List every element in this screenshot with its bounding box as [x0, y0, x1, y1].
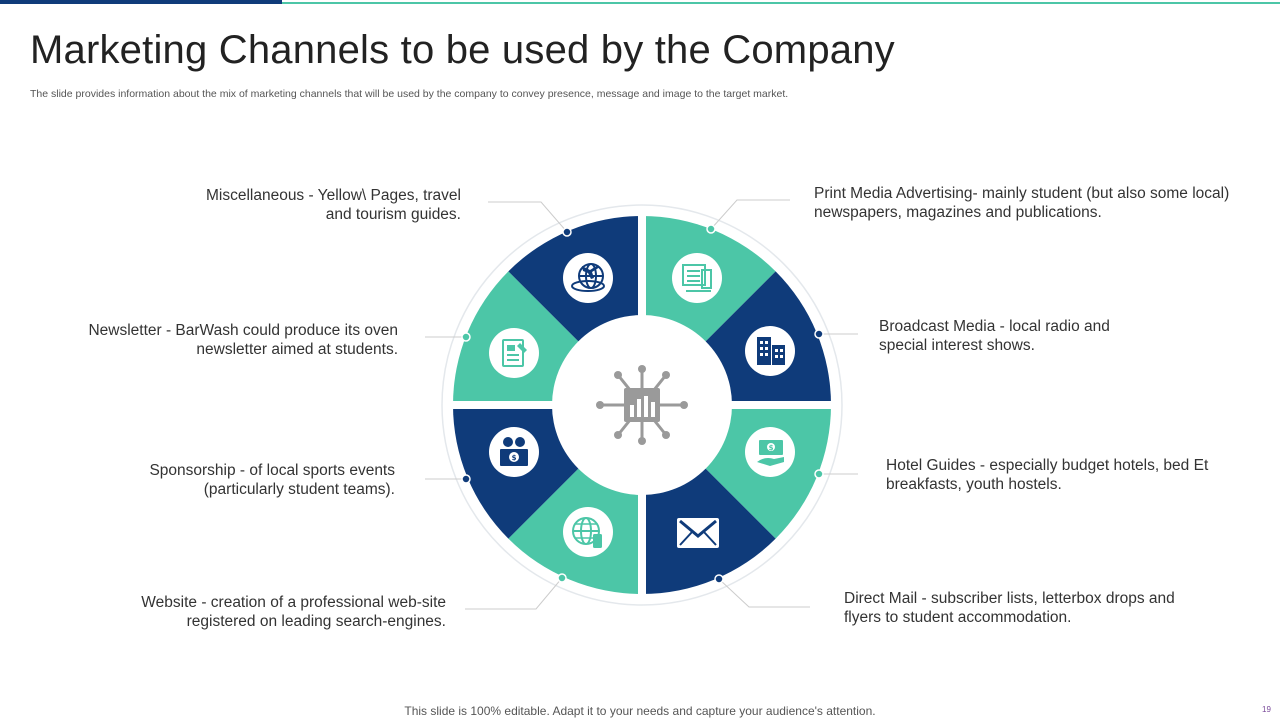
- slide-subtitle: The slide provides information about the…: [30, 88, 789, 100]
- top-accent-bar-navy: [0, 0, 282, 4]
- channel-label-miscellaneous: Miscellaneous - Yellow\ Pages, travel an…: [205, 187, 461, 223]
- connector-dot: [814, 329, 824, 339]
- top-accent-bar-teal: [282, 2, 1280, 4]
- banknote-icon: $: [489, 427, 539, 477]
- connector-dot: [562, 227, 572, 237]
- globe-phone-icon: [563, 507, 613, 557]
- channel-label-direct-mail: Direct Mail - subscriber lists, letterbo…: [844, 590, 1175, 626]
- connector-dot: [557, 573, 567, 583]
- globe-plane-icon: [563, 253, 613, 303]
- money-hand-icon: $: [745, 427, 795, 477]
- channel-label-website: Website - creation of a professional web…: [141, 594, 446, 630]
- connector-dot: [814, 469, 824, 479]
- envelope-icon: [677, 518, 719, 548]
- svg-text:$: $: [769, 444, 774, 452]
- channel-label-hotel-guides: Hotel Guides - especially budget hotels,…: [886, 457, 1209, 493]
- building-icon: [745, 326, 795, 376]
- slide-title: Marketing Channels to be used by the Com…: [30, 28, 895, 72]
- channel-label-newsletter: Newsletter - BarWash could produce its o…: [88, 322, 398, 358]
- connector-dot: [706, 224, 716, 234]
- connector-dots: [461, 224, 824, 584]
- connector-dot: [461, 474, 471, 484]
- svg-text:$: $: [512, 454, 517, 462]
- connector-dot: [714, 574, 724, 584]
- network-chart-icon: [596, 365, 688, 445]
- newsletter-icon: [489, 328, 539, 378]
- newspaper-icon: [672, 253, 722, 303]
- channel-label-print-media: Print Media Advertising- mainly student …: [814, 185, 1230, 221]
- channel-label-broadcast-media: Broadcast Media - local radio and specia…: [879, 318, 1110, 354]
- page-number: 19: [1262, 705, 1271, 714]
- channel-label-sponsorship: Sponsorship - of local sports events (pa…: [149, 462, 395, 498]
- footer-note: This slide is 100% editable. Adapt it to…: [404, 704, 876, 718]
- connector-dot: [461, 332, 471, 342]
- connector-lines: [425, 199, 858, 610]
- outer-ring: [441, 204, 843, 606]
